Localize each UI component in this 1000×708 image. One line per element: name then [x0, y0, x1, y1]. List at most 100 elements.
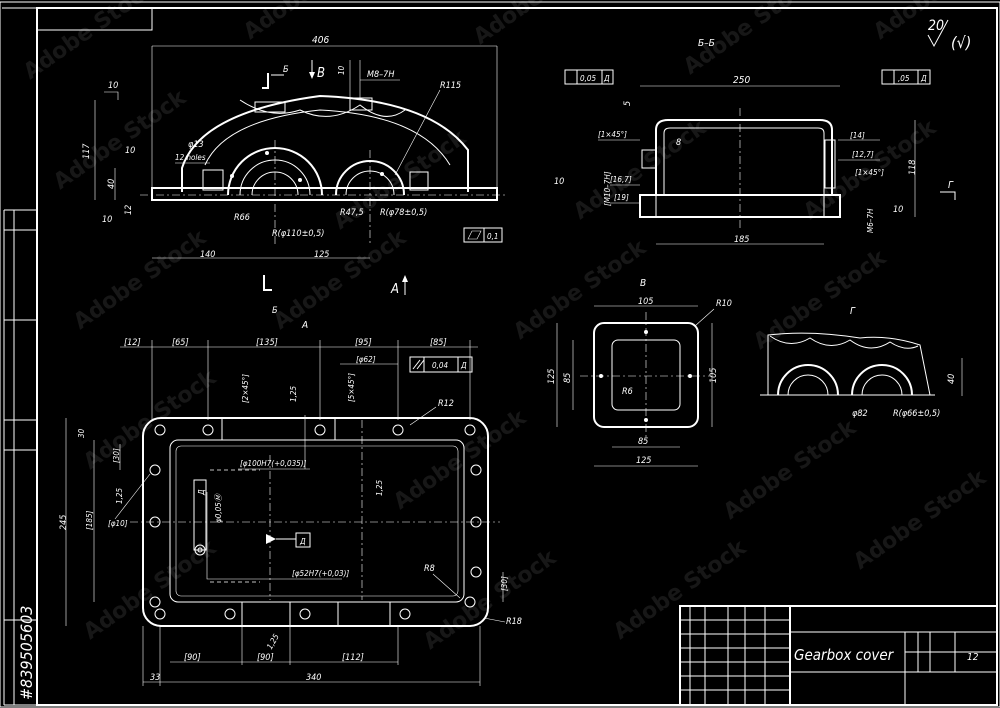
dim-rphi110: R(φ110±0,5): [272, 229, 324, 239]
dim-95: [95]: [355, 338, 372, 348]
dim-127: [12,7]: [852, 150, 874, 159]
dim-12holes: 12 holes: [175, 153, 206, 162]
view-a-label: А: [301, 320, 308, 331]
watermark: Adobe Stock: [49, 85, 192, 195]
watermark: Adobe Stock: [79, 535, 222, 645]
datum-d: Д: [299, 537, 306, 546]
dim-phi10: [φ10]: [108, 519, 128, 528]
dim-r10: R10: [716, 299, 732, 309]
dim-65: [65]: [172, 338, 189, 348]
dim-14: [14]: [850, 131, 865, 140]
section-bb: Б–Б 0,05 Д ,05 Д 250 5 [1×45°] 8 10 [M10…: [554, 38, 956, 245]
cut-g-label: Г: [948, 180, 954, 191]
dim-r66: R66: [234, 213, 250, 223]
dim-5x45: [5×45°]: [347, 373, 356, 402]
roughness-value: 20: [928, 18, 944, 34]
dim-90-a: [90]: [184, 653, 201, 663]
watermark: Adobe Stock: [749, 245, 892, 355]
view-g-label: Г: [850, 306, 856, 317]
dim-phi100: [φ100H7(+0,035)]: [240, 459, 307, 468]
front-view: 406 Б В 10 M8–7H: [82, 35, 505, 316]
watermark: Adobe Stock: [269, 225, 412, 335]
tol-004-ref: Д: [460, 361, 467, 370]
plan-view: А [12] [65] [135] [95] [85] [φ62] 0,04 Д…: [59, 320, 522, 686]
tol-right: ,05: [898, 74, 910, 83]
dim-rphi78: R(φ78±0,5): [380, 208, 427, 218]
sheet-number: 12: [967, 652, 979, 663]
dim-185: 185: [734, 235, 749, 245]
dim-12-p: [12]: [124, 338, 141, 348]
arrow-b-label: В: [317, 66, 325, 81]
dim-m8: M8–7H: [367, 70, 394, 80]
watermark: Adobe Stock: [509, 235, 652, 345]
tol-left-ref: Д: [603, 74, 610, 83]
dim-85-l: 85: [563, 373, 573, 383]
dim-r47: R47,5: [340, 208, 364, 218]
view-v-label: В: [640, 278, 646, 289]
tol-right-ref: Д: [920, 74, 927, 83]
view-g: Г 40 φ82 R(φ66±0,5): [760, 306, 963, 419]
dim-40-g: 40: [947, 374, 957, 384]
dim-85-b: 85: [638, 437, 648, 447]
dim-5: 5: [623, 101, 633, 106]
dim-340: 340: [306, 673, 321, 683]
dim-167: [16,7]: [610, 175, 632, 184]
watermark: Adobe Stock: [19, 0, 162, 85]
dim-8: 8: [676, 138, 681, 148]
dim-125: 125: [314, 250, 329, 260]
dim-10-l: 10: [554, 177, 564, 187]
dim-125-b: 125: [636, 456, 651, 466]
dim-r8: R8: [424, 564, 435, 574]
dim-1x45-l: [1×45°]: [598, 130, 627, 139]
dim-10-c: 10: [102, 215, 112, 225]
dim-245: 245: [59, 515, 69, 530]
watermark: Adobe Stock: [79, 365, 222, 475]
watermark: Adobe Stock: [239, 0, 382, 45]
dim-10-a: 10: [108, 81, 118, 91]
dim-r6: R6: [622, 387, 633, 397]
view-v: В 105 R10 125 85 105 R6 85 125: [547, 278, 732, 467]
dim-406: 406: [312, 35, 329, 46]
dim-coax: φ0,05Ⓜ: [214, 492, 223, 523]
watermark: Adobe Stock: [389, 405, 532, 515]
dim-10-b: 10: [125, 146, 135, 156]
dim-112: [112]: [342, 653, 364, 663]
dim-19: [19]: [614, 193, 629, 202]
dim-rphi66: R(φ66±0,5): [893, 409, 940, 419]
dim-40: 40: [107, 179, 117, 189]
dim-30-c: [30]: [500, 576, 509, 591]
dim-r115: R115: [440, 81, 461, 91]
dim-coax-ref: Д: [197, 489, 206, 496]
dim-30-b: [30]: [112, 448, 121, 463]
dim-10-top: 10: [337, 65, 346, 75]
watermark: Adobe Stock: [719, 415, 862, 525]
dim-1x45-r: [1×45°]: [855, 168, 884, 177]
drawing-title: Gearbox cover: [794, 646, 895, 664]
dim-12: 12: [124, 205, 134, 215]
stock-id: #839505603: [17, 606, 36, 700]
dim-phi82: φ82: [852, 409, 868, 419]
watermark: Adobe Stock: [419, 545, 562, 655]
dim-140: 140: [200, 250, 215, 260]
watermark-layer: Adobe Stock Adobe Stock Adobe Stock Adob…: [19, 0, 1000, 655]
roughness-symbol: 20 (√): [927, 18, 971, 52]
dim-30: 30: [77, 428, 86, 438]
tol-004: 0,04: [432, 361, 448, 370]
tol-left: 0,05: [580, 74, 596, 83]
dim-118: 118: [908, 160, 918, 175]
dim-phi62: [φ62]: [356, 355, 376, 364]
dim-2x45: [2×45°]: [241, 374, 250, 403]
dim-phi52: [φ52H7(+0,03)]: [292, 569, 349, 578]
dim-r18: R18: [506, 617, 522, 627]
dim-125-b: 1,25: [115, 488, 124, 504]
arrow-a-label: А: [390, 282, 399, 297]
dim-m10: [M10–7H]: [603, 171, 612, 206]
dim-phi13: φ13: [188, 140, 204, 150]
dim-185-p: [185]: [85, 510, 94, 530]
dim-r12: R12: [438, 399, 454, 409]
dim-105-r: 105: [709, 368, 719, 383]
dim-250: 250: [733, 75, 750, 86]
dim-135: [135]: [256, 338, 278, 348]
